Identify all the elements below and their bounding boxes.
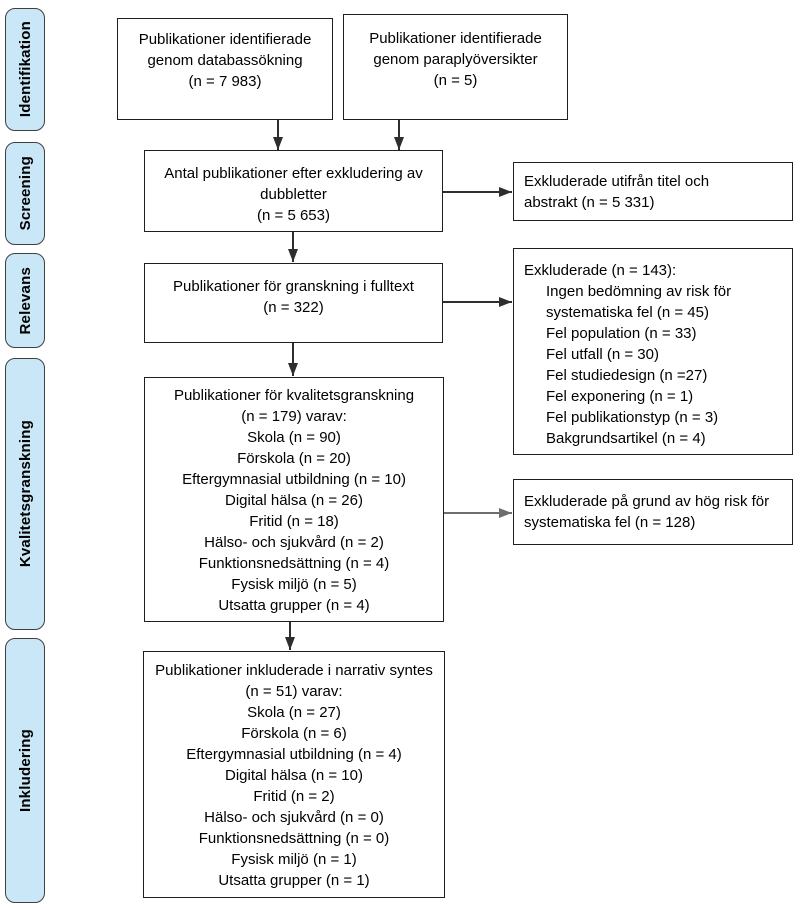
box-text-line: Fritid (n = 2) [253,788,335,805]
sidebar-stage-inkludering: Inkludering [5,638,45,903]
box-text-line: Utsatta grupper (n = 4) [218,597,370,614]
box-text-line: Bakgrundsartikel (n = 4) [546,430,706,447]
stage-label-identifikation: Identifikation [16,21,34,118]
box-text-line: Exkluderade utifrån titel och [524,172,710,190]
sidebar-stage-kvalitetsgranskning: Kvalitetsgranskning [5,358,45,630]
box-text-line: Publikationer för granskning i fulltext [173,278,414,295]
box-text-line: Fel studiedesign (n =27) [546,367,708,384]
box-text-line: Fritid (n = 18) [249,513,339,530]
box-text-line: Funktionsnedsättning (n = 0) [198,830,390,847]
box-identified-umbrella-reviews: Publikationer identifierade genom paraply… [343,14,568,120]
box-text-line: Skola (n = 27) [247,704,341,721]
sidebar-stage-relevans: Relevans [5,253,45,348]
box-text-line: Funktionsnedsättning (n = 4) [198,555,390,572]
box-text-line: (n = 322) [263,299,324,316]
box-text-line: abstrakt (n = 5 331) [524,193,655,211]
stage-label-screening: Screening [16,156,34,231]
box-fulltext-review: Publikationer för granskning i fulltext (… [144,263,443,343]
box-text-line: genom paraplyöversikter [373,51,538,68]
box-text-line: Eftergymnasial utbildning (n = 10) [182,471,406,488]
box-text-line: Hälso- och sjukvård (n = 0) [204,809,384,826]
box-text-line: genom databassökning [147,52,303,69]
box-text-line: Utsatta grupper (n = 1) [218,872,370,889]
box-text-line: (n = 7 983) [188,73,262,90]
box-included-narrative-synthesis: Publikationer inkluderade i narrativ syn… [143,651,445,898]
box-text-line: dubbletter [260,186,327,203]
box-text-line: Fel utfall (n = 30) [546,346,659,363]
box-text-line: (n = 51) varav: [245,683,343,700]
box-identified-database-search: Publikationer identifierade genom databas… [117,18,333,120]
box-excluded-title-abstract: Exkluderade utifrån titel och abstrakt (n… [513,162,793,221]
box-text-line: systematiska fel (n = 128) [524,514,696,531]
box-text-line: Förskola (n = 6) [241,725,347,742]
box-text-line: Publikationer identifierade [369,30,542,47]
box-text-line: systematiska fel (n = 45) [546,304,709,321]
box-excluded-fulltext-reasons: Exkluderade (n = 143): Ingen bedömning av… [513,248,793,455]
box-after-duplicate-exclusion: Antal publikationer efter exkludering av… [144,150,443,232]
box-text-line: Publikationer inkluderade i narrativ syn… [155,662,433,679]
box-text-line: Exkluderade på grund av hög risk för [524,493,770,510]
box-text-line: (n = 5 653) [257,207,330,224]
box-text-line: Ingen bedömning av risk för [546,283,732,300]
box-quality-review: Publikationer för kvalitetsgranskning (n … [144,377,444,622]
box-text-line: Skola (n = 90) [247,429,341,446]
sidebar-stage-identifikation: Identifikation [5,8,45,131]
box-text-line: Fysisk miljö (n = 5) [231,576,357,593]
box-text-line: Digital hälsa (n = 26) [225,492,363,509]
box-text-line: Antal publikationer efter exkludering av [164,165,423,182]
box-text-line: Eftergymnasial utbildning (n = 4) [186,746,402,763]
box-text-line: Publikationer identifierade [138,31,312,48]
stage-label-inkludering: Inkludering [16,728,34,813]
sidebar-stage-screening: Screening [5,142,45,245]
box-text-line: Förskola (n = 20) [237,450,351,467]
box-text-line: Hälso- och sjukvård (n = 2) [204,534,384,551]
box-text-line: Fel exponering (n = 1) [546,388,694,405]
box-text-line: Fel publikationstyp (n = 3) [546,409,719,426]
box-text-line: Publikationer för kvalitetsgranskning [173,387,415,404]
box-text-line: (n = 179) varav: [241,408,347,425]
box-text-line: Exkluderade (n = 143): [524,262,677,279]
box-text-line: Fel population (n = 33) [546,325,697,342]
box-excluded-high-risk-bias: Exkluderade på grund av hög risk för syst… [513,479,793,545]
stage-label-relevans: Relevans [16,266,34,335]
stage-label-kvalitetsgranskning: Kvalitetsgranskning [16,420,34,568]
box-text-line: Fysisk miljö (n = 1) [231,851,357,868]
box-text-line: (n = 5) [433,72,478,89]
box-text-line: Digital hälsa (n = 10) [225,767,363,784]
